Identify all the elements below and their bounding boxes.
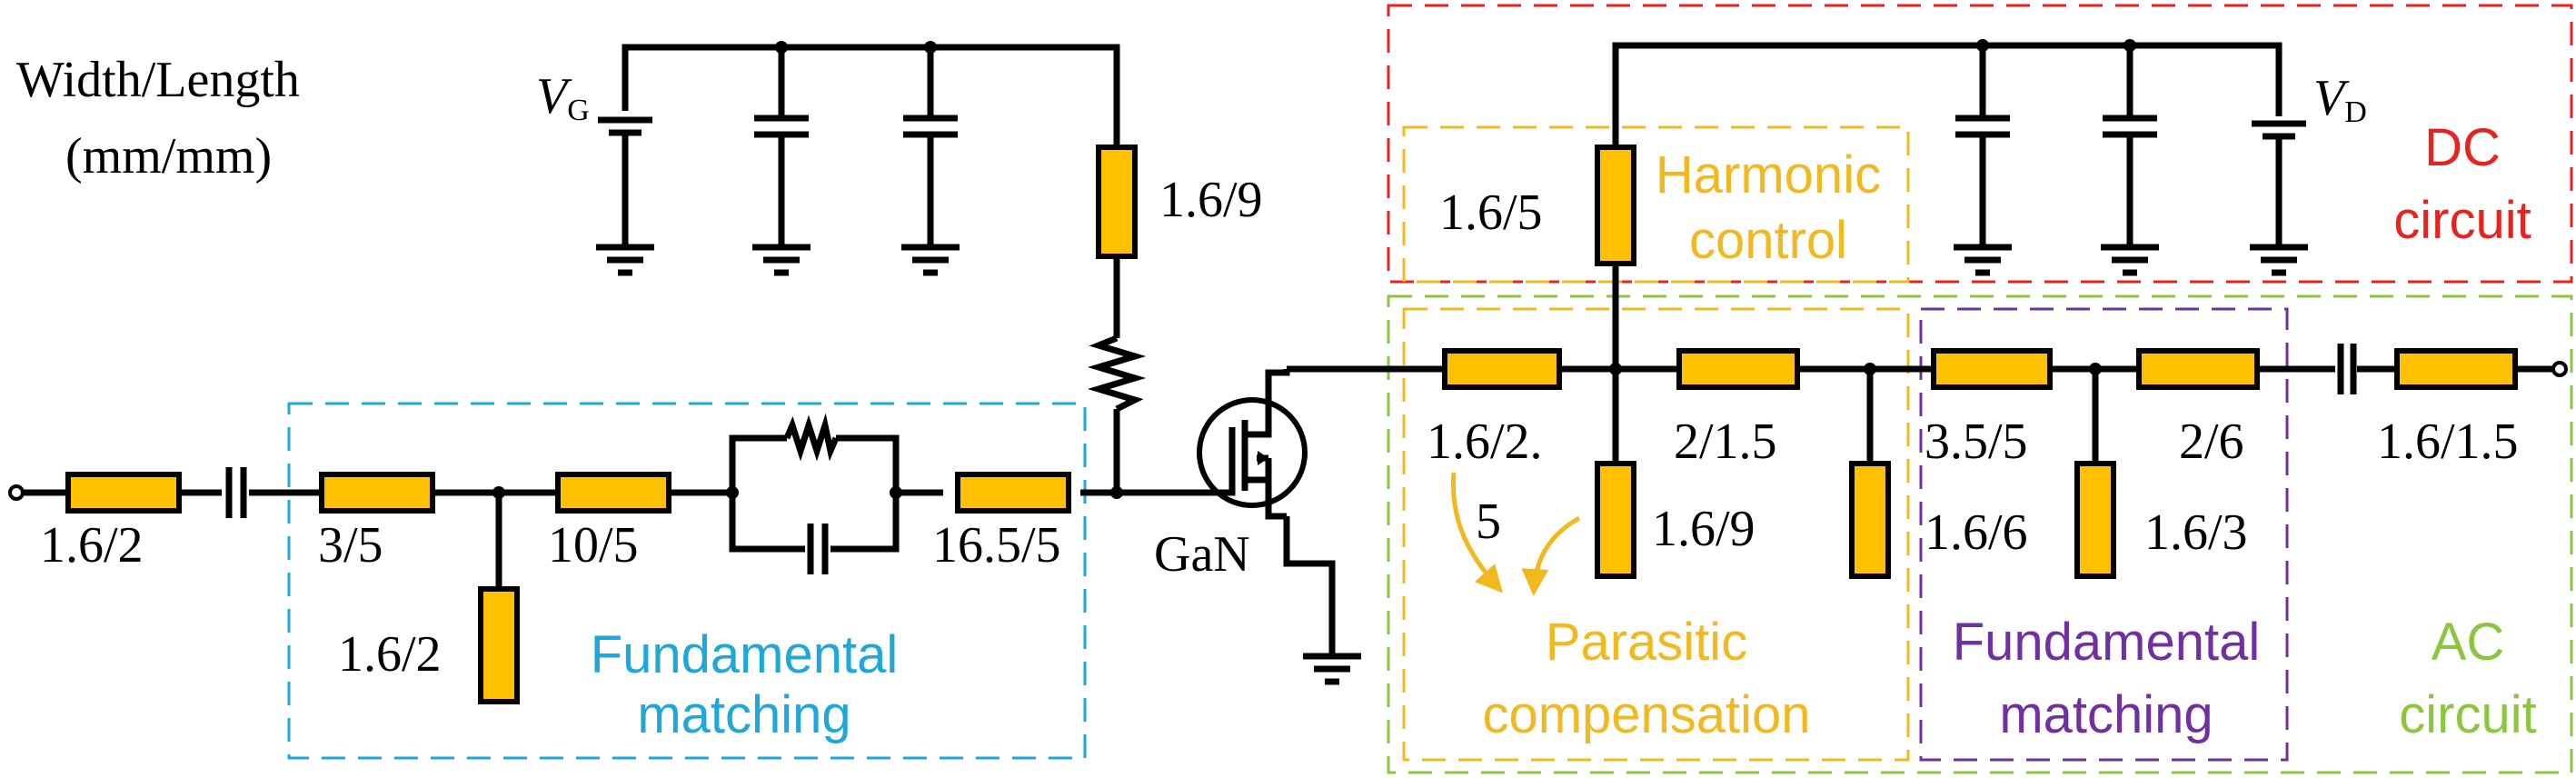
ground-icon [752, 244, 811, 276]
input-fm-label-1: Fundamental [591, 625, 899, 684]
label-in-2: 3/5 [318, 517, 383, 574]
ground-icon [596, 244, 654, 276]
legend-units: (mm/mm) [65, 128, 272, 185]
label-gate-bias: 1.6/9 [1159, 172, 1263, 228]
parasitic-label-2: compensation [1482, 685, 1810, 744]
ground-icon [2101, 244, 2159, 276]
ground-icon [1954, 244, 2012, 276]
tl-parasitic-stub [1849, 461, 1891, 579]
harmonic-label-2: control [1689, 211, 1847, 270]
label-in-1: 1.6/2 [40, 517, 144, 574]
tl-input-3 [555, 472, 671, 514]
output-fm-label-1: Fundamental [1953, 613, 2261, 672]
legend-title: Width/Length [16, 52, 300, 108]
gan-transistor-symbol [1174, 369, 1308, 520]
ac-label-2: circuit [2399, 685, 2536, 744]
label-out-stub-r: 1.6/3 [2144, 504, 2248, 561]
dc-label-2: circuit [2393, 191, 2531, 250]
input-fm-label-2: matching [637, 685, 850, 744]
label-out-stub-l: 1.6/6 [1925, 504, 2028, 561]
label-harm-stub: 1.6/5 [1439, 185, 1543, 241]
tl-output-stub [2074, 461, 2116, 579]
input-stub-junction [492, 486, 505, 499]
rc-network-resistor [783, 413, 840, 462]
label-out-1b: 5 [1476, 494, 1501, 550]
harmonic-control-box [1402, 125, 1910, 284]
label-out-5: 1.6/1.5 [2377, 414, 2519, 470]
tl-input-2 [319, 472, 435, 514]
ac-circuit-box [1387, 294, 2573, 774]
tl-harmonic-stub [1595, 145, 1636, 266]
tl-drain-stub [1595, 461, 1636, 579]
drain-supply-label: VD [2313, 70, 2367, 129]
ac-label-1: AC [2432, 613, 2505, 672]
tl-input-stub [478, 586, 520, 704]
parasitic-arrow-right [1521, 515, 1581, 596]
input-fundamental-matching-box [287, 402, 1087, 760]
label-out-4: 2/6 [2179, 414, 2244, 470]
label-out-3: 3.5/5 [1925, 414, 2028, 470]
label-drain-stub: 1.6/9 [1652, 501, 1755, 557]
ground-icon [1303, 653, 1361, 685]
label-in-stub: 1.6/2 [338, 626, 442, 683]
output-port-terminal [2551, 361, 2568, 377]
source-ground-wire [1283, 365, 1445, 656]
tl-input-1 [65, 472, 182, 514]
tl-gate-bias [1096, 145, 1138, 259]
tl-output-1 [1442, 348, 1562, 390]
gate-bias-resistor [1087, 334, 1147, 413]
input-port-terminal [8, 484, 25, 501]
output-fm-label-2: matching [1999, 685, 2213, 744]
parasitic-compensation-box [1402, 307, 1910, 762]
label-out-2: 2/1.5 [1674, 414, 1777, 470]
harmonic-label-1: Harmonic [1656, 145, 1881, 204]
dc-circuit-box [1387, 4, 2573, 284]
tl-output-4 [2136, 348, 2260, 390]
tl-input-4 [955, 472, 1071, 514]
tl-output-2 [1676, 348, 1800, 390]
parasitic-label-1: Parasitic [1546, 613, 1747, 672]
output-fundamental-matching-box [1919, 307, 2289, 762]
drain-bias-wire [1612, 42, 2283, 147]
transistor-label: GaN [1154, 526, 1250, 583]
dc-label-1: DC [2424, 118, 2501, 177]
ground-icon [901, 244, 960, 276]
label-out-1a: 1.6/2. [1427, 414, 1543, 470]
gate-supply-label: VG [536, 68, 590, 127]
gate-bias-wire [622, 44, 1120, 493]
ground-icon [2250, 244, 2308, 276]
label-in-3: 10/5 [548, 517, 639, 574]
tl-output-5 [2394, 348, 2518, 390]
tl-output-3 [1931, 348, 2053, 390]
rc-network-wire [727, 434, 901, 553]
parasitic-arrow-left [1450, 472, 1504, 593]
label-in-4: 16.5/5 [932, 517, 1061, 574]
